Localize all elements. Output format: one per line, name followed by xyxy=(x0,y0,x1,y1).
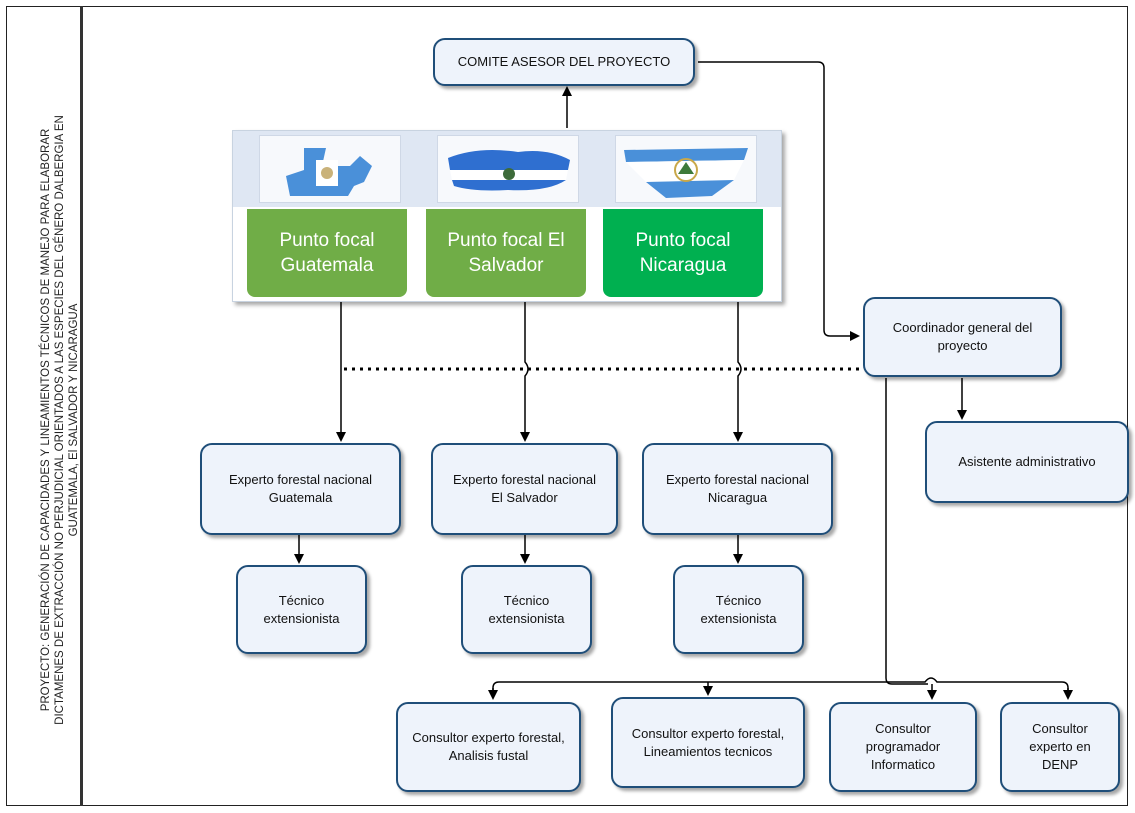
focal-point-guatemala: Punto focal Guatemala xyxy=(247,209,407,297)
focal-point-guatemala-label: Punto focal Guatemala xyxy=(279,230,375,276)
coordinador-box: Coordinador general del proyecto xyxy=(863,297,1062,377)
comite-asesor-box: COMITE ASESOR DEL PROYECTO xyxy=(433,38,695,86)
focal-points-panel: Punto focal Guatemala Punto focal El Sal… xyxy=(232,130,782,302)
focal-point-nicaragua-label: Punto focal Nicaragua xyxy=(635,230,731,276)
tecnico-el-salvador-box: Técnico extensionista xyxy=(461,565,592,654)
consultor-analisis-fustal-box: Consultor experto forestal, Analisis fus… xyxy=(396,702,581,792)
side-divider xyxy=(80,6,83,806)
tecnico-nicaragua-label: Técnico extensionista xyxy=(700,592,777,626)
nicaragua-flag-icon xyxy=(624,148,748,198)
nicaragua-flag-map xyxy=(615,135,757,203)
experto-el-salvador-label: Experto forestal nacional El Salvador xyxy=(452,472,597,505)
consultor-programador-box: Consultor programador Informatico xyxy=(829,702,977,792)
consultor-programador-label: Consultor programador Informatico xyxy=(865,721,941,772)
tecnico-el-salvador-label: Técnico extensionista xyxy=(488,592,565,626)
consultor-lineamientos-box: Consultor experto forestal, Lineamientos… xyxy=(611,697,805,788)
tecnico-nicaragua-box: Técnico extensionista xyxy=(673,565,804,654)
el-salvador-flag-map xyxy=(437,135,579,203)
experto-el-salvador-box: Experto forestal nacional El Salvador xyxy=(431,443,618,535)
focal-point-nicaragua: Punto focal Nicaragua xyxy=(603,209,763,297)
comite-asesor-label: COMITE ASESOR DEL PROYECTO xyxy=(457,54,671,69)
experto-guatemala-label: Experto forestal nacional Guatemala xyxy=(228,472,373,505)
guatemala-flag-map xyxy=(259,135,401,203)
asistente-box: Asistente administrativo xyxy=(925,421,1129,503)
experto-guatemala-box: Experto forestal nacional Guatemala xyxy=(200,443,401,535)
guatemala-flag-icon xyxy=(286,148,372,196)
focal-point-el-salvador-label: Punto focal El Salvador xyxy=(447,230,565,276)
experto-nicaragua-box: Experto forestal nacional Nicaragua xyxy=(642,443,833,535)
asistente-label: Asistente administrativo xyxy=(958,454,1096,469)
el-salvador-flag-icon xyxy=(448,150,570,191)
consultor-denp-label: Consultor experto en DENP xyxy=(1029,721,1091,772)
consultor-denp-box: Consultor experto en DENP xyxy=(1000,702,1120,792)
coordinador-label: Coordinador general del proyecto xyxy=(892,320,1033,353)
focal-point-el-salvador: Punto focal El Salvador xyxy=(426,209,586,297)
tecnico-guatemala-box: Técnico extensionista xyxy=(236,565,367,654)
experto-nicaragua-label: Experto forestal nacional Nicaragua xyxy=(665,472,810,505)
diagram-frame xyxy=(6,6,1128,806)
consultor-lineamientos-label: Consultor experto forestal, Lineamientos… xyxy=(631,725,785,759)
consultor-analisis-fustal-label: Consultor experto forestal, Analisis fus… xyxy=(412,730,565,763)
tecnico-guatemala-label: Técnico extensionista xyxy=(263,592,340,626)
